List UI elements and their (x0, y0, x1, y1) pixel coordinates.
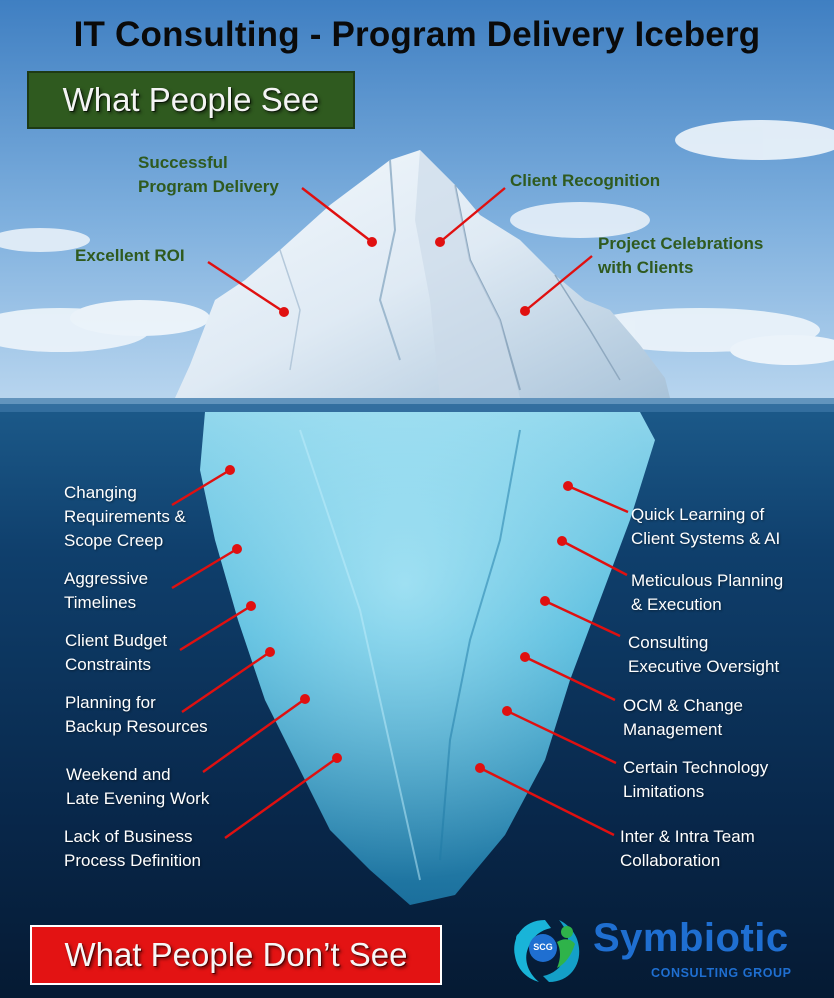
label-excellent-roi: Excellent ROI (75, 246, 185, 265)
company-logo: SCG Symbiotic CONSULTING GROUP (505, 912, 815, 988)
clouds (0, 120, 834, 365)
label-business-process: Lack of Business Process Definition (64, 827, 202, 870)
label-client-budget: Client Budget Constraints (65, 631, 168, 674)
waterline (0, 398, 834, 412)
logo-name: Symbiotic (593, 916, 789, 960)
what-people-dont-see-banner: What People Don’t See (30, 925, 442, 985)
logo-subtitle: CONSULTING GROUP (651, 966, 792, 980)
label-project-celebrations: Project Celebrations with Clients (598, 234, 764, 277)
pointer-lines (171, 187, 629, 839)
pointer-dots (225, 237, 573, 773)
page-title: IT Consulting - Program Delivery Iceberg (73, 15, 761, 54)
label-quick-learning: Quick Learning of Client Systems & AI (631, 505, 781, 548)
what-people-see-banner: What People See (27, 71, 355, 129)
what-people-see-label: What People See (62, 81, 320, 118)
what-people-dont-see-label: What People Don’t See (64, 936, 408, 973)
label-executive-oversight: Consulting Executive Oversight (628, 633, 780, 676)
label-aggressive-timelines: Aggressive Timelines (64, 569, 149, 612)
logo-mark-icon (514, 920, 580, 982)
label-ocm: OCM & Change Management (623, 696, 743, 739)
label-successful-program-delivery: Successful Program Delivery (138, 153, 279, 196)
label-changing-requirements: Changing Requirements & Scope Creep (64, 483, 186, 550)
label-team-collaboration: Inter & Intra Team Collaboration (620, 827, 755, 870)
logo-abbreviation: SCG (533, 942, 553, 952)
label-technology-limitations: Certain Technology Limitations (623, 758, 769, 801)
label-meticulous-planning: Meticulous Planning & Execution (631, 571, 784, 614)
title-bar: IT Consulting - Program Delivery Iceberg (0, 0, 834, 70)
label-client-recognition: Client Recognition (510, 171, 661, 190)
iceberg-tip (175, 150, 670, 398)
label-weekend-work: Weekend and Late Evening Work (66, 765, 210, 808)
iceberg-underwater-glow (200, 412, 655, 905)
label-backup-resources: Planning for Backup Resources (65, 693, 208, 736)
